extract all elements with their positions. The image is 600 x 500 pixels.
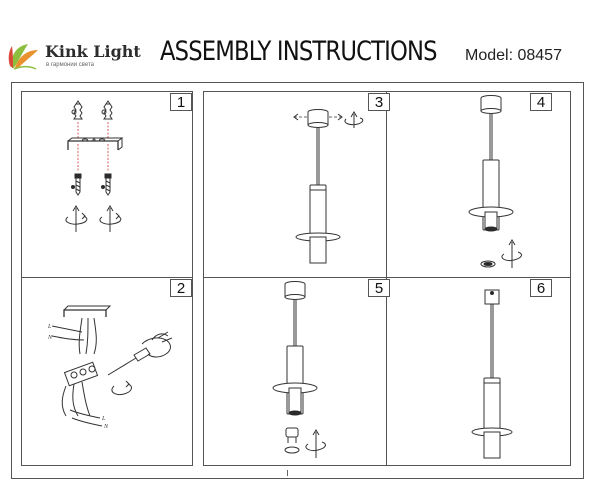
light-bulb-icon — [480, 260, 496, 268]
wall-anchor-icon — [71, 100, 83, 120]
step-5-bulb-diagram — [272, 281, 326, 458]
panel-divider — [204, 277, 570, 278]
right-panel: 3 4 5 6 — [203, 91, 571, 466]
mounting-bracket-icon — [67, 137, 124, 151]
step-3-canopy-diagram — [293, 109, 364, 264]
step-2-wiring-diagram: L N L N — [47, 305, 173, 430]
wire-label-neutral: N — [103, 424, 109, 430]
model-number: Model: 08457 — [465, 47, 562, 64]
step-4-number: 4 — [530, 93, 552, 111]
step-1-mounting-diagram — [65, 100, 124, 232]
panel-divider — [386, 92, 387, 465]
ceiling-bracket-icon — [63, 305, 112, 317]
screw-icon — [101, 173, 112, 196]
panel-divider — [22, 277, 192, 278]
lamp-cylinder-icon — [471, 377, 513, 459]
canopy-icon — [307, 109, 329, 128]
rotate-arrow-icon — [344, 111, 364, 128]
lamp-cylinder-icon — [468, 159, 514, 232]
canopy-icon — [484, 289, 500, 305]
canopy-icon — [480, 95, 502, 114]
brand-logo: Kink Light в гармонии света — [6, 38, 141, 72]
terminal-block-icon — [63, 361, 99, 387]
left-panel: 1 2 — [21, 91, 193, 466]
step-4-lamp-diagram — [468, 95, 522, 268]
wire-label-neutral: N — [47, 335, 53, 341]
leaf-logo-icon — [8, 44, 38, 70]
lamp-cylinder-icon — [295, 184, 341, 264]
step-2-number: 2 — [170, 279, 192, 297]
rotate-arrow-icon — [111, 380, 132, 395]
rotate-arrow-icon — [305, 429, 326, 458]
canopy-icon — [284, 281, 306, 300]
step-1-number: 1 — [170, 93, 192, 111]
lamp-cylinder-icon — [272, 345, 318, 416]
step-6-complete-diagram — [471, 289, 513, 459]
step-5-number: 5 — [368, 279, 390, 297]
rotate-arrow-icon — [501, 239, 522, 268]
hand-screwdriver-icon — [107, 331, 173, 376]
page-fold-mark — [287, 470, 288, 476]
brand-name: Kink Light — [45, 42, 141, 61]
instructions-frame — [11, 82, 584, 479]
screw-icon — [71, 173, 82, 196]
page-header: Kink Light в гармонии света ASSEMBLY INS… — [0, 0, 600, 80]
brand-tagline: в гармонии света — [46, 62, 95, 68]
wall-anchor-icon — [101, 100, 113, 120]
page-title: ASSEMBLY INSTRUCTIONS — [160, 36, 438, 67]
rotate-arrow-icon — [99, 205, 122, 232]
wire-label-live: L — [47, 324, 52, 330]
step-6-number: 6 — [530, 279, 552, 297]
wire-label-live: L — [101, 416, 106, 422]
rotate-arrow-icon — [65, 205, 88, 232]
light-bulb-icon — [284, 427, 300, 454]
step-3-number: 3 — [368, 93, 390, 111]
